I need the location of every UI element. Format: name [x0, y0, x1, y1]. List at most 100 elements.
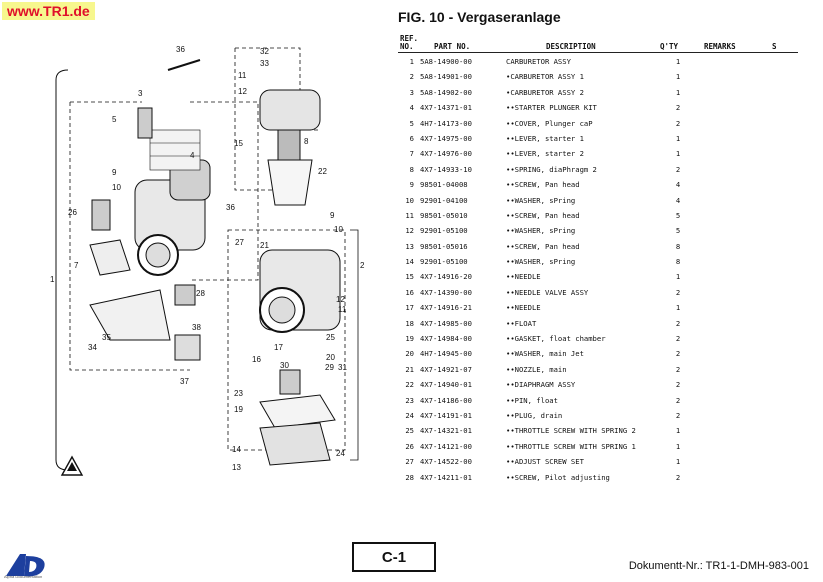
svg-text:2: 2: [360, 261, 365, 270]
svg-text:3: 3: [138, 89, 143, 98]
svg-text:4: 4: [190, 151, 195, 160]
part-no-cell: 4X7-14975-00: [420, 133, 472, 143]
site-label[interactable]: www.TR1.de: [2, 2, 95, 20]
qty-cell: 1: [675, 57, 681, 66]
part-no-cell: 4X7-14191-01: [420, 410, 472, 420]
qty-cell: 2: [675, 103, 681, 113]
description-cell: ••SCREW, Pan head: [506, 180, 580, 190]
qty-cell: 8: [675, 241, 681, 251]
svg-text:25: 25: [326, 333, 335, 342]
qty-cell: 1: [675, 457, 681, 467]
description-cell: ••ADJUST SCREW SET: [506, 457, 584, 467]
qty-cell: 5: [675, 226, 681, 236]
part-no-cell: 5A8-14902-00: [420, 87, 472, 97]
svg-text:11: 11: [238, 71, 247, 80]
ref-cell: 25: [405, 426, 414, 436]
ref-cell: 21: [405, 364, 414, 374]
part-no-cell: 4X7-14985-00: [420, 318, 472, 328]
ref-cell: 9: [409, 180, 414, 190]
svg-text:9: 9: [330, 211, 335, 220]
part-no-cell: 4X7-14940-01: [420, 380, 472, 390]
page-label: C-1: [352, 542, 436, 572]
svg-text:37: 37: [180, 377, 189, 386]
header-description: DESCRIPTION: [546, 42, 596, 51]
ref-cell: 14: [405, 257, 414, 267]
ref-cell: 23: [405, 395, 414, 405]
qty-cell: 4: [675, 180, 681, 190]
part-no-cell: 4X7-14933-10: [420, 164, 472, 174]
svg-text:16: 16: [252, 355, 261, 364]
qty-cell: 1: [675, 72, 681, 82]
part-no-cell: 4X7-14921-07: [420, 364, 472, 374]
publisher-logo-icon: [6, 554, 45, 577]
ref-cell: 20: [405, 349, 414, 359]
part-no-cell: 98501-05010: [420, 210, 468, 220]
description-cell: ••NEEDLE VALVE ASSY: [506, 287, 589, 297]
table-header: REF. NO. PART NO. DESCRIPTION Q'TY REMAR…: [398, 34, 798, 53]
svg-text:27: 27: [235, 238, 244, 247]
qty-cell: 1: [675, 272, 681, 282]
ref-cell: 3: [409, 87, 414, 97]
qty-cell: 5: [675, 210, 681, 220]
header-ref: REF.: [400, 34, 419, 43]
svg-text:13: 13: [232, 463, 241, 472]
svg-text:32: 32: [260, 47, 269, 56]
svg-text:11: 11: [338, 305, 347, 314]
svg-text:29: 29: [325, 363, 334, 372]
description-cell: ••SCREW, Pan head: [506, 210, 580, 220]
header-part-no: PART NO.: [434, 42, 471, 51]
qty-cell: 1: [675, 87, 681, 97]
document-number: Dokumentt-Nr.: TR1-1-DMH-983-001: [628, 560, 809, 572]
ref-cell: 18: [405, 318, 414, 328]
ref-cell: 4: [409, 103, 414, 113]
part-no-cell: 92901-04100: [420, 195, 468, 205]
svg-text:5: 5: [112, 115, 117, 124]
ref-cell: 12: [405, 226, 414, 236]
svg-text:12: 12: [238, 87, 247, 96]
ref-cell: 22: [405, 380, 414, 390]
part-no-cell: 92901-05100: [420, 257, 468, 267]
part-no-cell: 4X7-14371-01: [420, 103, 472, 113]
svg-text:15: 15: [234, 139, 243, 148]
parts-table: REF. NO. PART NO. DESCRIPTION Q'TY REMAR…: [398, 34, 798, 484]
part-no-cell: 4X7-14321-01: [420, 426, 472, 436]
svg-text:35: 35: [102, 333, 111, 342]
table-row: 25 4X7-14321-01 ••THROTTLE SCREW WITH SPRI…: [398, 422, 798, 437]
ref-cell: 26: [405, 441, 414, 451]
svg-text:36: 36: [226, 203, 235, 212]
description-cell: ••THROTTLE SCREW WITH SPRING 2: [506, 426, 636, 436]
qty-cell: 2: [675, 364, 681, 374]
description-cell: ••NEEDLE: [506, 272, 541, 282]
description-cell: ••WASHER, sPring: [506, 257, 576, 267]
svg-text:14: 14: [232, 445, 241, 454]
svg-text:20: 20: [326, 353, 335, 362]
part-no-cell: 4X7-14976-00: [420, 149, 472, 159]
part-no-cell: 5A8-14900-00: [420, 57, 472, 66]
part-no-cell: 98501-04008: [420, 180, 468, 190]
svg-text:9: 9: [112, 168, 117, 177]
ref-cell: 7: [409, 149, 414, 159]
svg-text:10: 10: [334, 225, 343, 234]
table-row: 9 98501-04008 ••SCREW, Pan head 4: [398, 176, 798, 191]
ref-cell: 24: [405, 410, 414, 420]
ref-cell: 11: [405, 210, 414, 220]
part-no-cell: 4X7-14390-00: [420, 287, 472, 297]
header-ref-no: NO.: [400, 42, 414, 51]
part-no-cell: 4X7-14916-21: [420, 303, 472, 313]
description-cell: ••DIAPHRAGM ASSY: [506, 380, 576, 390]
